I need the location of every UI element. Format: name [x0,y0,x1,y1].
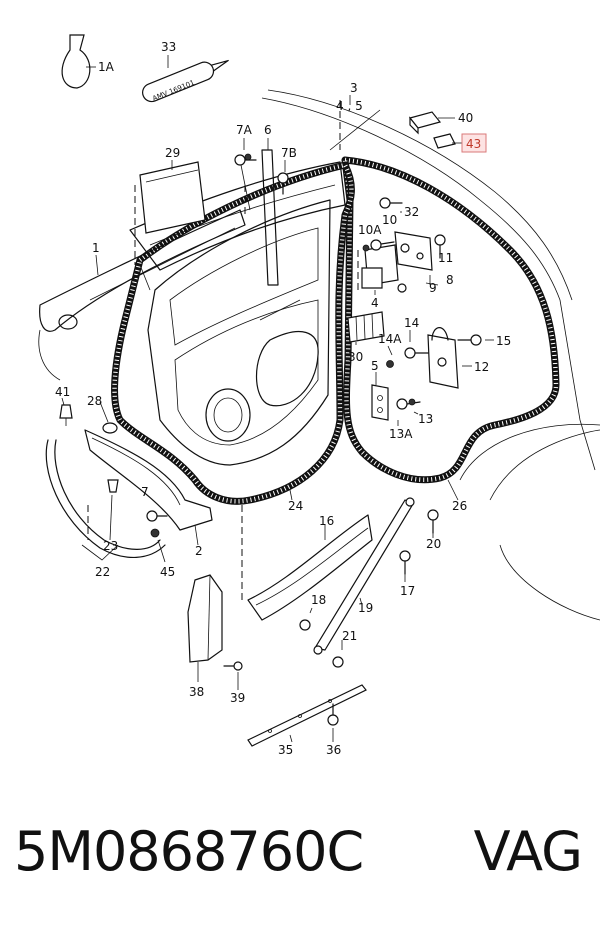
label-45: 45 [160,565,175,579]
label-40: 40 [458,111,473,125]
label-20: 20 [426,537,441,551]
brand-name: VAG [473,820,583,883]
dashed-leaders [87,100,359,600]
label-6: 6 [264,123,272,137]
footer: 5M0868760C VAG [0,820,600,930]
label-19: 19 [358,601,373,615]
label-12: 12 [474,360,489,374]
part-38-cover [187,574,223,663]
part-1A-bag [61,34,91,89]
label-21: 21 [342,629,357,643]
part-41-clip [59,404,73,426]
label-1: 1 [92,241,100,255]
bracket-5 [371,384,389,421]
label-14A: 14A [378,332,402,346]
label-11: 11 [438,251,453,265]
door-shell [139,159,331,466]
label-1A: 1A [98,60,115,74]
label-26: 26 [452,499,467,513]
label-5: 5 [371,359,379,373]
clip-43 [433,133,456,149]
clip-40 [408,111,442,135]
label-35: 35 [278,743,293,757]
trim-panel-1 [39,209,246,332]
screws [146,153,482,726]
window-regulator [247,497,415,655]
label-7: 7 [141,485,149,499]
label-8: 8 [446,273,454,287]
exploded-door-diagram: 1A 33 3 4 , 5 40 43 29 7A 6 7B 32 10 10A… [38,34,600,757]
label-10: 10 [382,213,397,227]
label-4-5: 4 , 5 [336,99,363,113]
label-7A: 7A [236,123,253,137]
part-30-foam [347,311,385,343]
label-29: 29 [165,146,180,160]
label-28: 28 [87,394,102,408]
label-17: 17 [400,584,415,598]
part-33-tube [142,59,229,103]
label-22: 22 [95,565,110,579]
label-14: 14 [404,316,419,330]
label-13: 13 [418,412,433,426]
rear-door-seal [341,156,560,484]
label-4: 4 [371,296,379,310]
label-9: 9 [429,281,437,295]
label-41: 41 [55,385,70,399]
glass-run-6 [261,149,279,286]
label-30: 30 [348,350,363,364]
leader-lines [61,55,494,743]
label-7B: 7B [281,146,297,160]
door-frame-seal [111,161,355,505]
highlight-box-43 [461,133,487,153]
label-32: 32 [404,205,419,219]
car-body-outline [38,89,600,621]
label-2: 2 [195,544,203,558]
label-39: 39 [230,691,245,705]
label-16: 16 [319,514,334,528]
part-28 [102,422,118,434]
hinge-lower [427,327,459,389]
label-3: 3 [350,81,358,95]
part-number: 5M0868760C [14,820,364,883]
label-13A: 13A [389,427,413,441]
trim-piece-29 [139,161,206,234]
lower-seals [45,429,213,559]
label-18: 18 [311,593,326,607]
label-43: 43 [466,137,481,151]
label-10A: 10A [358,223,382,237]
bracket-4 [361,267,383,289]
label-36: 36 [326,743,341,757]
part-labels: 1A 33 3 4 , 5 40 43 29 7A 6 7B 32 10 10A… [55,40,511,757]
label-24: 24 [288,499,303,513]
label-23: 23 [103,539,118,553]
label-15: 15 [496,334,511,348]
label-38: 38 [189,685,204,699]
part-35-strip [247,684,367,747]
label-33: 33 [161,40,176,54]
part-23-clip [107,479,119,493]
